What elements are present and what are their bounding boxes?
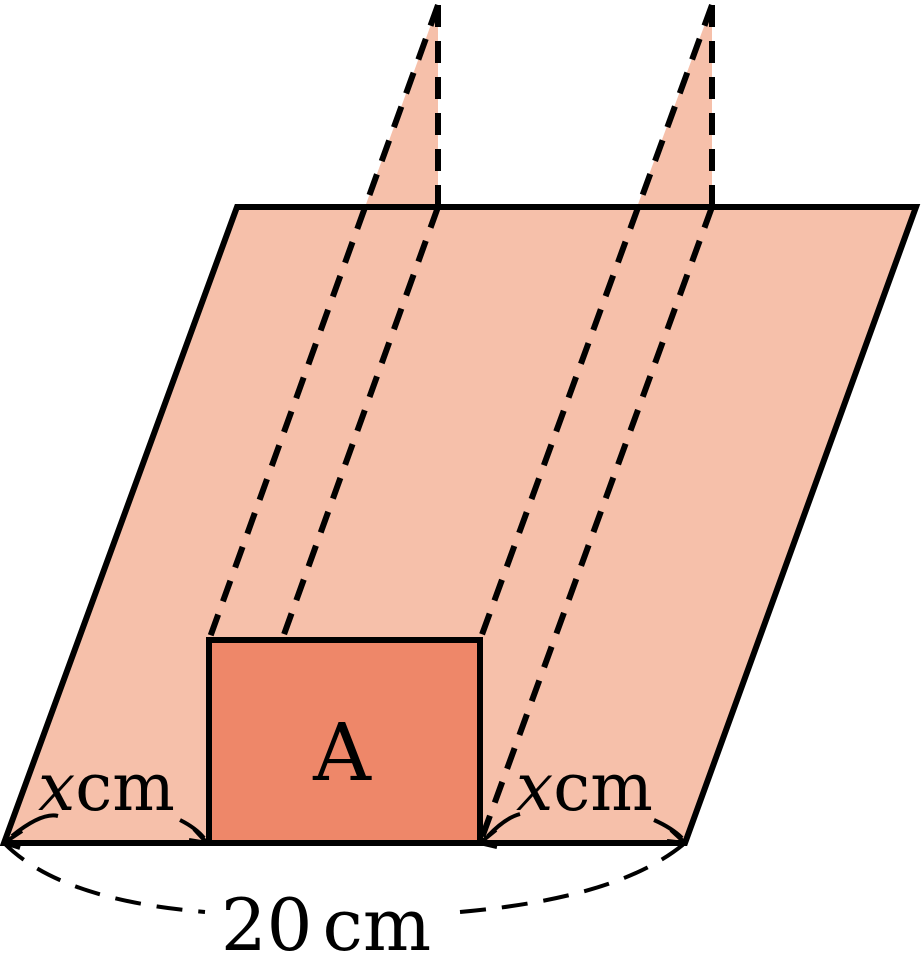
total-width-arc [2,841,687,914]
left-x-arrow-right [188,827,209,845]
fold-line-3 [477,3,715,642]
right-x-arrow-left [478,828,498,849]
left-x-label: xcm [38,749,175,826]
rectangle-a-label: A [312,706,372,799]
fold-line-1 [206,3,441,642]
fold-line-4 [477,205,715,845]
fold-line-2 [279,205,441,642]
right-x-label: xcm [516,749,653,826]
rectangle-a [206,637,483,846]
right-x-arrow-right [666,828,687,845]
